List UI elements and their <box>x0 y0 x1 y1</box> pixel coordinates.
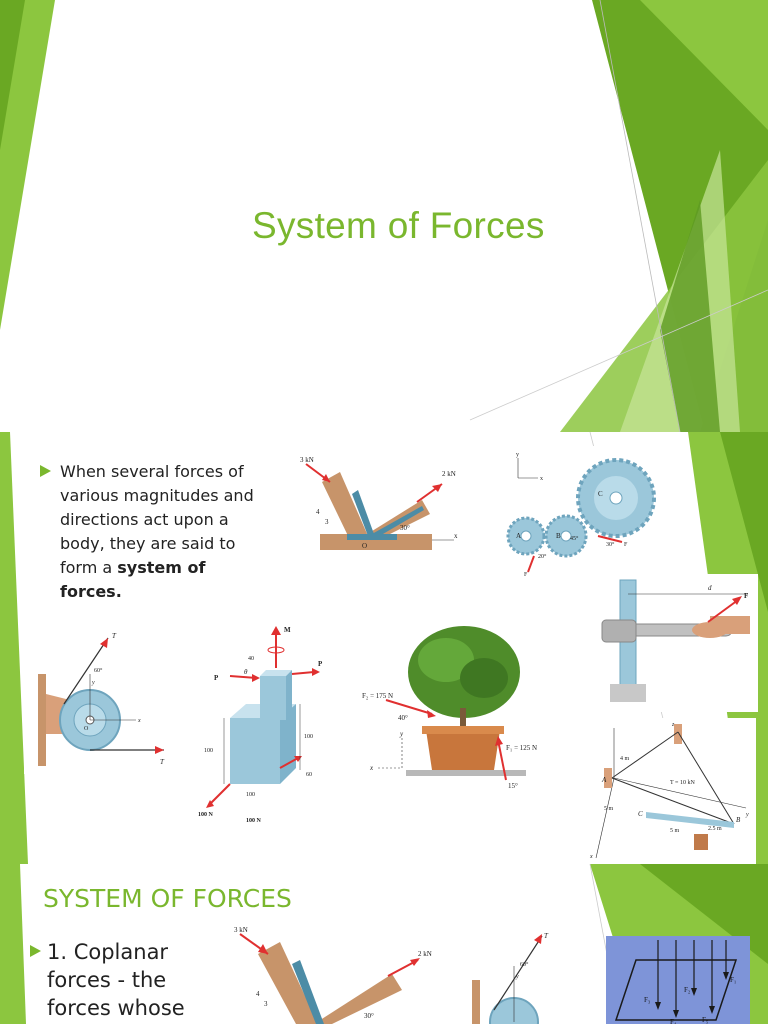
cable-tension-label: T = 10 kN <box>670 780 695 786</box>
figure-pulley: T 60° y x O T <box>24 624 174 774</box>
bullet-text: 1. Coplanar forces - the forces whose <box>47 938 227 1022</box>
figure-tree-pot: F₂ = 175 N 40° y x F₁ = 125 N 15° <box>356 620 568 800</box>
bullet-text: When several forces of various magnitude… <box>60 460 265 604</box>
cable-dim-5m-label: 5 m <box>670 828 680 834</box>
cable-dim-5m-left-label: 5 m <box>604 806 614 812</box>
slide-heading: SYSTEM OF FORCES <box>43 884 292 913</box>
cable-axis-y-label: y <box>745 812 749 818</box>
tree-angle-15-label: 15° <box>508 782 518 790</box>
gears-axis-x-label: x <box>540 476 543 482</box>
truss2-load-left-label: 3 kN <box>234 926 248 934</box>
truss-load-right-label: 2 kN <box>442 470 456 478</box>
pulley-axis-x-label: x <box>137 718 141 724</box>
pulley-tension-top-label: T <box>112 632 117 640</box>
pulley2-axis-y-label: y <box>515 974 519 980</box>
block-force-p-left-label: P <box>214 674 219 682</box>
figure-wrench-pipe: d F <box>598 574 758 712</box>
plane-force-f3-label: F₃ <box>644 996 651 1004</box>
gears-force-b-label: F <box>624 542 628 548</box>
truss2-slope-a-label: 4 <box>256 990 260 998</box>
gear-a-label: A <box>516 532 521 540</box>
bullet-arrow-icon <box>40 465 51 477</box>
cable-point-a-label: A <box>601 776 607 784</box>
cable-dim-4m-label: 4 m <box>620 756 630 762</box>
cable-point-b-label: B <box>736 816 741 824</box>
truss-slope-b-label: 3 <box>325 518 329 526</box>
figure-cable-3d: z 4 m A T = 10 kN 5 m C 5 m 2.5 m B y x <box>576 718 756 864</box>
cable-axis-x-label: x <box>589 854 593 860</box>
figure-stacked-block: M P P θ 40 100 100 60 100 100 N 100 N <box>196 618 336 824</box>
pulley-center-label: O <box>84 726 89 732</box>
plane-force-f4-label: F₄ <box>670 1018 677 1024</box>
figure-pulley-2: T 60° y <box>458 926 578 1024</box>
block-dim-60-label: 60 <box>306 772 312 778</box>
bullet-line-2: forces - the <box>47 968 167 992</box>
tree-axis-y-label: y <box>399 730 404 738</box>
slide-title-text: System of Forces <box>252 205 545 246</box>
cable-point-c-label: C <box>638 810 643 818</box>
block-dim-100-right-label: 100 <box>304 734 313 740</box>
tree-axis-x-label: x <box>369 764 374 772</box>
figure-truss-loads: 3 kN 2 kN 4 3 30° O x <box>292 454 460 584</box>
plane-force-f1-label: F₁ <box>730 976 736 984</box>
pulley-axis-y-label: y <box>91 680 95 686</box>
gear-b-label: B <box>556 532 561 540</box>
block-dim-40-label: 40 <box>248 656 254 662</box>
figure-parallel-forces-plane: F₁ F₂ F₃ F₄ F₅ <box>606 936 750 1024</box>
pulley-tension-right-label: T <box>160 758 165 766</box>
truss2-slope-b-label: 3 <box>264 1000 268 1008</box>
block-angle-label: θ <box>244 668 248 676</box>
truss-origin-label: O <box>362 542 367 550</box>
gear-c-label: C <box>598 490 603 498</box>
truss-angle-label: 30° <box>400 524 410 532</box>
gears-axis-y-label: y <box>516 452 519 458</box>
bullet-text-plain: When several forces of various magnitude… <box>60 462 254 577</box>
bullet-arrow-icon <box>30 945 41 957</box>
block-force-p-right-label: P <box>318 660 323 668</box>
wrench-force-label: F <box>744 592 748 600</box>
gears-force-bottom-label: F <box>524 572 528 578</box>
tree-force-f1-label: F₁ = 125 N <box>506 744 537 752</box>
cable-dim-25m-label: 2.5 m <box>708 826 722 832</box>
slide-coplanar-forces: SYSTEM OF FORCES 1. Coplanar forces - th… <box>0 864 768 1024</box>
tree-force-f2-label: F₂ = 175 N <box>362 692 393 700</box>
truss2-load-right-label: 2 kN <box>418 950 432 958</box>
slide-title: System of Forces <box>0 0 768 432</box>
slide-decoration-green-shapes <box>0 0 768 432</box>
block-dim-100-bottom-label: 100 <box>246 792 255 798</box>
bullet-line-3: forces whose <box>47 996 185 1020</box>
gears-angle-b-label: 45° <box>570 535 579 542</box>
figure-gears: y x C A B 45° 30° F 20° F <box>498 446 656 578</box>
figure-truss-loads-2: 3 kN 2 kN 4 3 30° <box>228 924 438 1024</box>
plane-force-f2-label: F₂ <box>684 986 691 994</box>
truss2-angle-label: 30° <box>364 1012 374 1020</box>
slide-system-of-forces-examples: When several forces of various magnitude… <box>0 432 768 864</box>
plane-force-f5-label: F₅ <box>702 1016 709 1024</box>
pulley-angle-label: 60° <box>94 667 103 674</box>
cable-axis-z-label: z <box>671 722 675 728</box>
bullet-line-1: 1. Coplanar <box>47 940 169 964</box>
pulley2-tension-top-label: T <box>544 932 549 940</box>
wrench-distance-label: d <box>708 584 712 592</box>
truss-axis-label: x <box>454 532 458 540</box>
gears-angle-bottom-label: 20° <box>538 553 547 560</box>
truss-slope-a-label: 4 <box>316 508 320 516</box>
block-dim-100-left-label: 100 <box>204 748 213 754</box>
truss-load-left-label: 3 kN <box>300 456 314 464</box>
tree-angle-40-label: 40° <box>398 714 408 722</box>
pulley2-angle-label: 60° <box>520 961 529 968</box>
block-force-100n-left-label: 100 N <box>198 812 214 818</box>
block-moment-label: M <box>284 626 291 634</box>
block-force-100n-bottom-label: 100 N <box>246 818 262 824</box>
bullet-text-bold: system of forces. <box>60 558 206 601</box>
gears-angle-right-label: 30° <box>606 541 615 548</box>
